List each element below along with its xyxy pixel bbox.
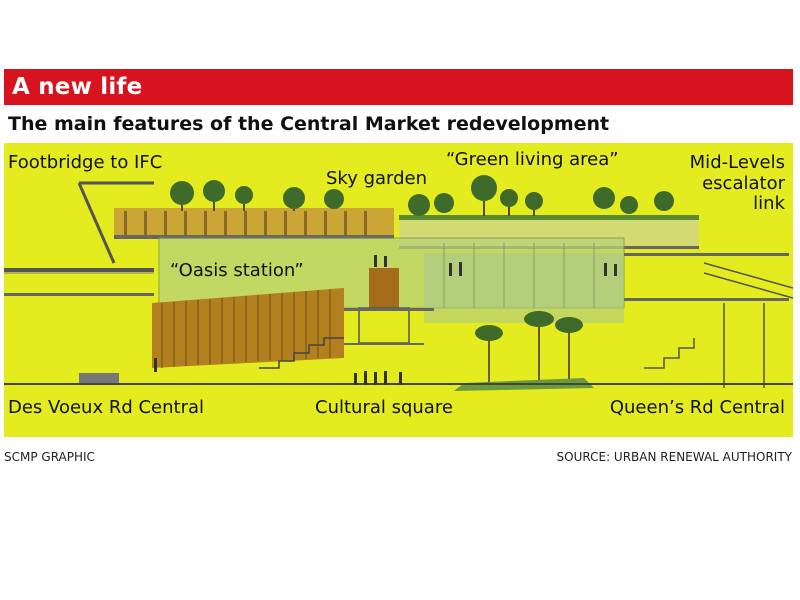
footer-credit: SCMP GRAPHIC (4, 450, 95, 464)
sky-garden-deck (114, 208, 394, 239)
footbridge-structure (4, 181, 154, 383)
label-escalator-link: Mid-Levels escalator link (689, 152, 785, 215)
people-silhouettes (154, 255, 617, 385)
label-footbridge: Footbridge to IFC (8, 152, 163, 173)
label-oasis-station: “Oasis station” (170, 260, 304, 281)
title-bar: A new life (4, 69, 793, 105)
illustration-panel: Footbridge to IFC Sky garden “Green livi… (4, 143, 793, 437)
roof-trees (170, 175, 674, 216)
label-escalator-line2: escalator (702, 172, 785, 194)
staircase (259, 337, 344, 369)
label-cultural-square: Cultural square (315, 397, 453, 418)
footer-source: SOURCE: URBAN RENEWAL AUTHORITY (556, 450, 792, 464)
tree-trunks (181, 201, 535, 216)
courtyard-palms (454, 311, 594, 391)
floor-slabs (344, 253, 789, 345)
ground-line (4, 383, 793, 385)
page-title: A new life (12, 74, 143, 100)
label-escalator-line3: link (753, 193, 785, 215)
label-sky-garden: Sky garden (326, 168, 428, 189)
label-escalator-line1: Mid-Levels (689, 152, 785, 173)
page-subtitle: The main features of the Central Market … (8, 113, 610, 135)
label-green-living-area: “Green living area” (446, 149, 619, 170)
escalator-structure (644, 262, 793, 388)
label-queens-rd: Queen’s Rd Central (609, 397, 785, 418)
label-des-voeux-rd: Des Voeux Rd Central (8, 397, 205, 418)
timber-facade (152, 288, 344, 368)
building-section-illustration (4, 175, 793, 391)
